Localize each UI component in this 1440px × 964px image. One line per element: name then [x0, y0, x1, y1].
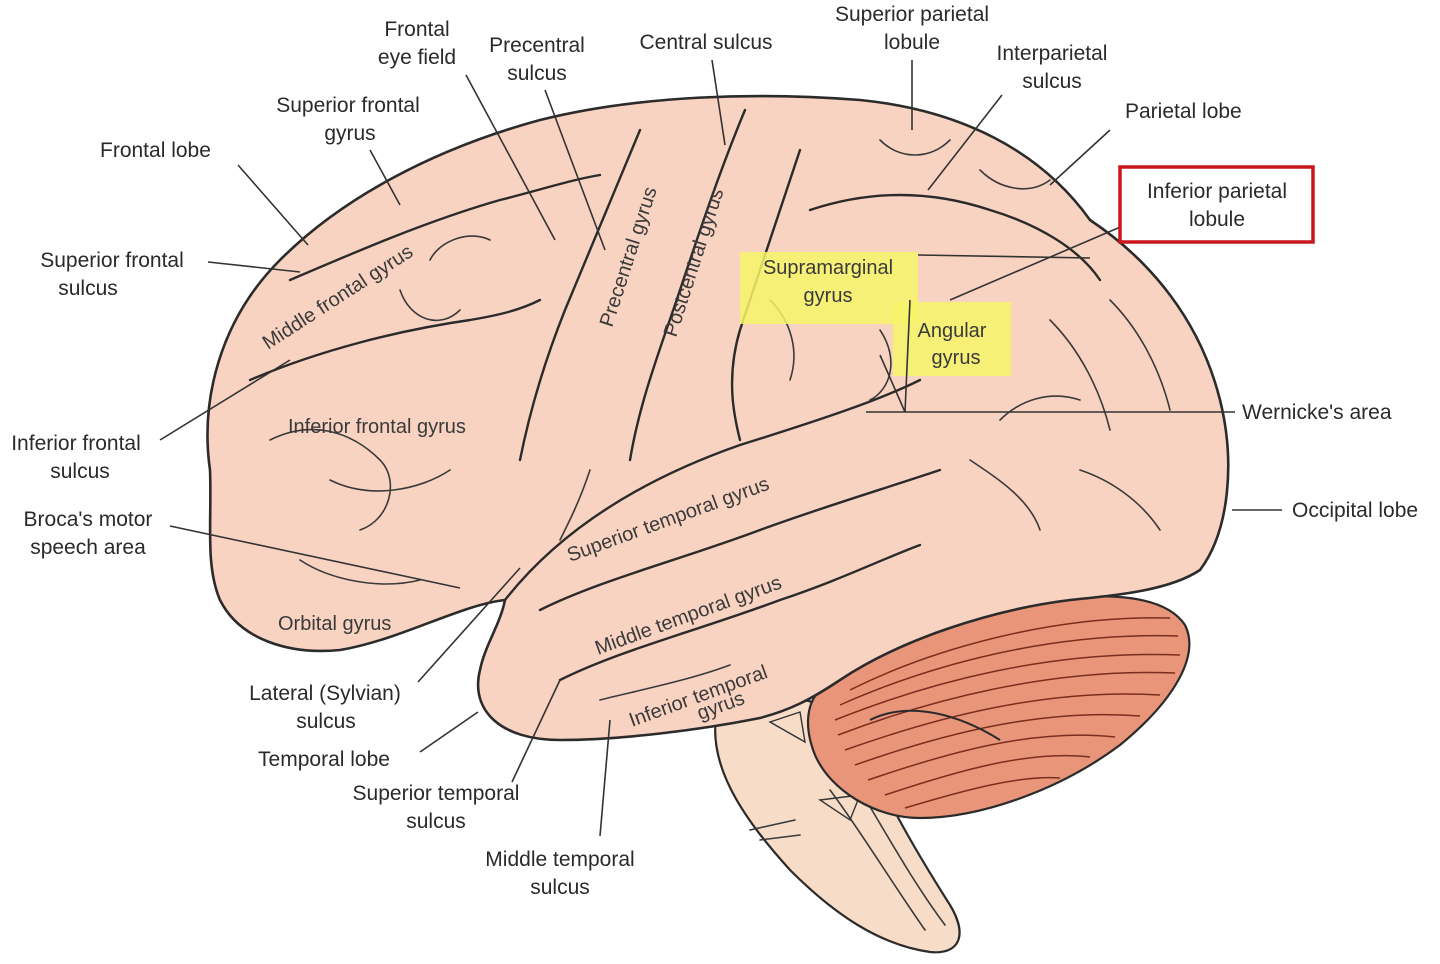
superior-frontal-gyrus-label-line1: Superior frontal: [276, 94, 420, 117]
orbital-gyrus-label: Orbital gyrus: [278, 613, 391, 635]
superior-parietal-lobule-label-line1: Superior parietal: [835, 3, 989, 26]
angular-gyrus-label-line2: gyrus: [932, 347, 981, 369]
superior-parietal-lobule-label-line2: lobule: [884, 31, 940, 54]
superior-frontal-sulcus-label-line2: sulcus: [58, 277, 118, 300]
cerebellum: [806, 595, 1191, 820]
precentral-sulcus-label-line1: Precentral: [489, 34, 585, 57]
superior-temporal-sulcus-label-line1: Superior temporal: [353, 782, 520, 805]
inferior-parietal-lobule-label-line1: Inferior parietal: [1147, 180, 1287, 203]
supramarginal-gyrus-label-line2: gyrus: [804, 285, 853, 307]
cerebral-cortex: [206, 94, 1230, 742]
frontal-lobe-label: Frontal lobe: [100, 139, 211, 162]
highlight-box: [1118, 165, 1315, 244]
angular-gyrus-label-line1: Angular: [918, 320, 987, 342]
occipital-lobe-label: Occipital lobe: [1292, 499, 1418, 522]
leader-lines: [159, 59, 1282, 837]
inferior-parietal-lobule-callout: Inferior parietal lobule: [1118, 165, 1315, 244]
superior-frontal-gyrus-label-line2: gyrus: [324, 122, 375, 145]
middle-temporal-sulcus-label-line1: Middle temporal: [485, 848, 634, 871]
inferior-frontal-gyrus-label: Inferior frontal gyrus: [288, 416, 466, 438]
wernickes-area-label: Wernicke's area: [1242, 401, 1392, 424]
lateral-sulcus-label-line2: sulcus: [296, 710, 356, 733]
inferior-frontal-sulcus-label-line2: sulcus: [50, 460, 110, 483]
inferior-frontal-sulcus-label-line1: Inferior frontal: [11, 432, 141, 455]
central-sulcus-label: Central sulcus: [639, 31, 772, 54]
angular-highlight: [893, 302, 1011, 376]
brocas-area-label-line1: Broca's motor: [24, 508, 153, 531]
precentral-sulcus-label-line2: sulcus: [507, 62, 567, 85]
outer-labels: Frontal eye field Precentral sulcus Cent…: [11, 3, 1418, 899]
supramarginal-highlight: [740, 252, 918, 324]
middle-temporal-sulcus-label-line2: sulcus: [530, 876, 590, 899]
lateral-sulcus-label-line1: Lateral (Sylvian): [249, 682, 401, 705]
inferior-parietal-lobule-label-line2: lobule: [1189, 208, 1245, 231]
temporal-lobe-label: Temporal lobe: [258, 748, 390, 771]
brocas-area-label-line2: speech area: [30, 536, 146, 559]
superior-frontal-sulcus-label-line1: Superior frontal: [40, 249, 184, 272]
supramarginal-gyrus-label-line1: Supramarginal: [763, 257, 893, 279]
highlights: [740, 252, 1011, 376]
interparietal-sulcus-label-line1: Interparietal: [997, 42, 1108, 65]
parietal-lobe-label: Parietal lobe: [1125, 100, 1242, 123]
superior-temporal-sulcus-label-line2: sulcus: [406, 810, 466, 833]
interparietal-sulcus-label-line2: sulcus: [1022, 70, 1082, 93]
frontal-eye-field-label-line2: eye field: [378, 46, 456, 69]
frontal-eye-field-label-line1: Frontal: [384, 18, 449, 41]
